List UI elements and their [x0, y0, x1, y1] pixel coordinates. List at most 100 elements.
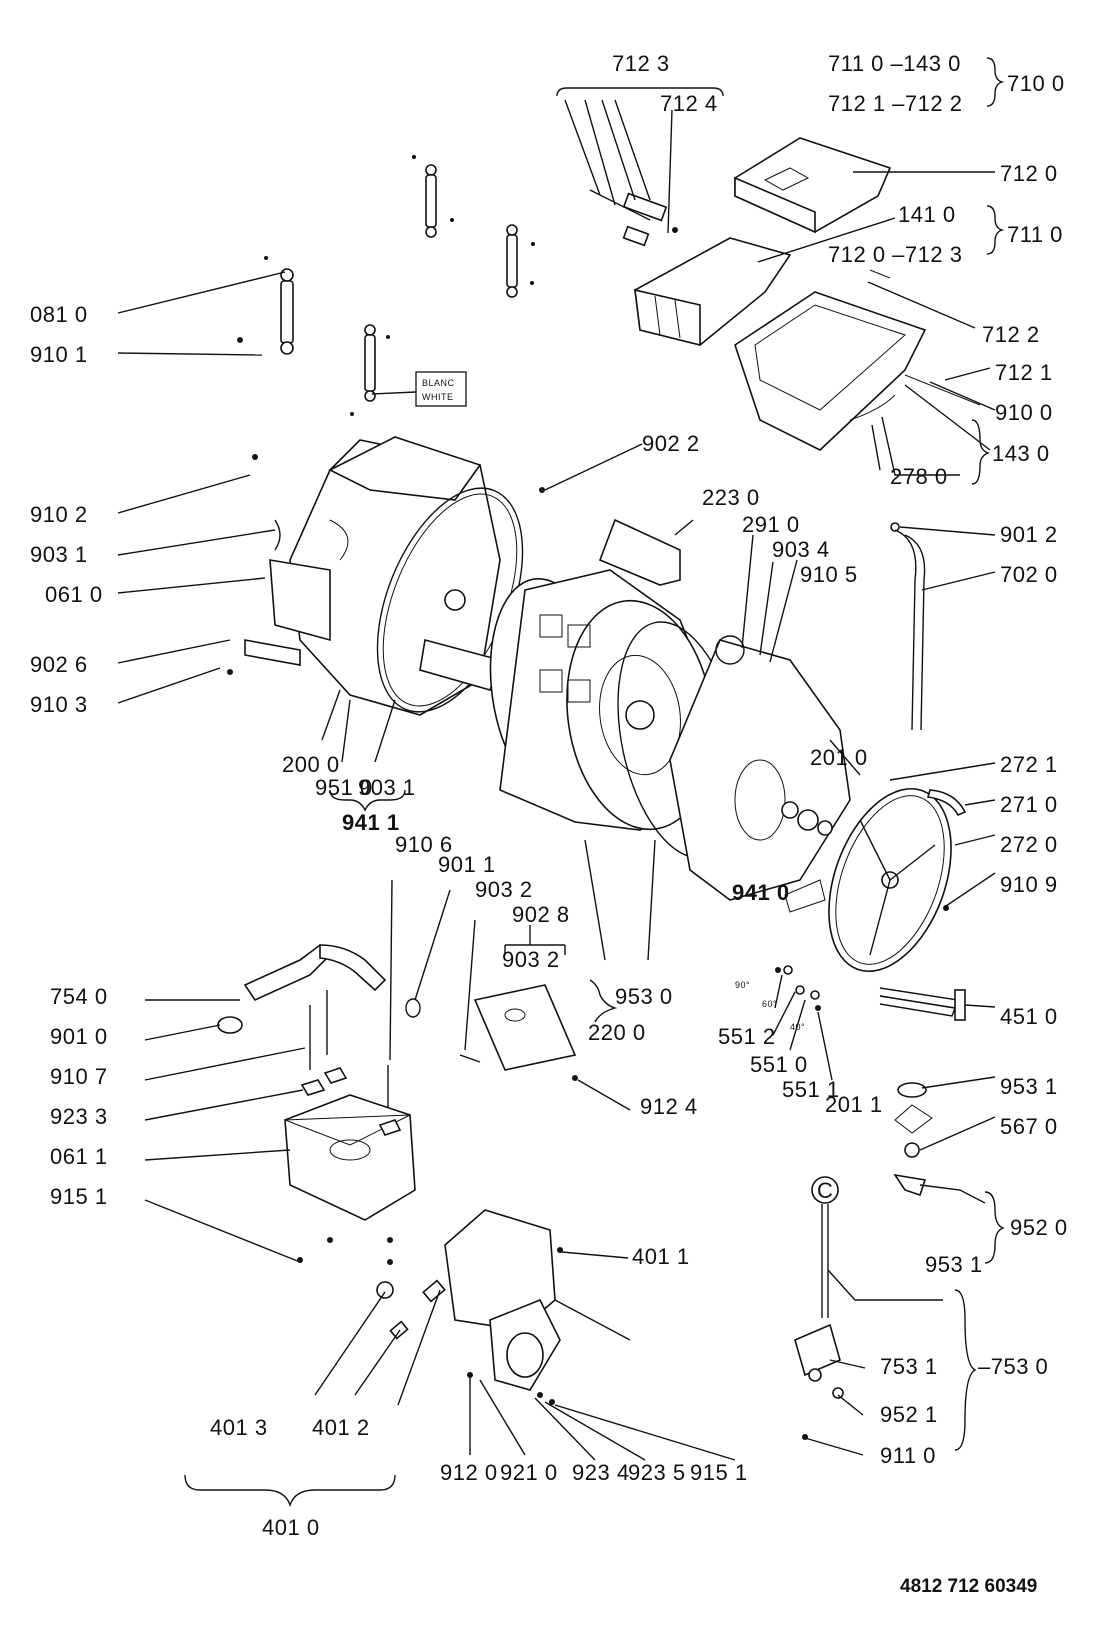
label-401-3: 401 3 — [210, 1415, 268, 1440]
label-912-4: 912 4 — [640, 1094, 698, 1119]
label-201-0: 201 0 — [810, 745, 868, 770]
drum-lifter — [598, 518, 681, 586]
label-915-1-bottom: 915 1 — [690, 1460, 748, 1485]
label-451-0: 451 0 — [1000, 1004, 1058, 1029]
label-278-0: 278 0 — [890, 464, 948, 489]
belt — [926, 789, 967, 911]
dispenser-housing — [734, 291, 927, 451]
pressure-switch — [893, 1082, 933, 1197]
drum-pulley — [828, 787, 952, 973]
label-910-3: 910 3 — [30, 692, 88, 717]
label-711-0-143-0: 711 0 –143 0 — [828, 51, 961, 76]
label-921-0: 921 0 — [500, 1460, 558, 1485]
label-911-0: 911 0 — [880, 1443, 936, 1468]
front-tub — [617, 621, 851, 913]
label-712-1: 712 1 — [995, 360, 1053, 385]
label-754-0: 754 0 — [50, 984, 108, 1009]
deg-90-tag: 90° — [735, 980, 750, 990]
circle-c-label: C — [817, 1178, 833, 1203]
label-753-0: –753 0 — [978, 1354, 1048, 1379]
label-910-0: 910 0 — [995, 400, 1053, 425]
label-141-0: 141 0 — [898, 202, 956, 227]
dispenser-lid — [734, 137, 892, 234]
label-953-1-bottom: 953 1 — [925, 1252, 983, 1277]
label-912-0: 912 0 — [440, 1460, 498, 1485]
label-941-0: 941 0 — [732, 880, 790, 905]
dispenser-drawer — [634, 237, 792, 347]
label-551-1: 551 1 — [782, 1077, 840, 1102]
label-915-1-left: 915 1 — [50, 1184, 108, 1209]
label-901-0: 901 0 — [50, 1024, 108, 1049]
label-753-1: 753 1 — [880, 1354, 938, 1379]
document-number: 4812 712 60349 — [900, 1576, 1037, 1597]
label-081-0: 081 0 — [30, 302, 88, 327]
label-143-0: 143 0 — [992, 441, 1050, 466]
label-910-5: 910 5 — [800, 562, 858, 587]
drain-hose-left — [217, 943, 421, 1034]
label-923-5: 923 5 — [628, 1460, 686, 1485]
label-551-2: 551 2 — [718, 1024, 776, 1049]
label-903-1-left: 903 1 — [30, 542, 88, 567]
part-number-labels: 712 3 712 4 711 0 –143 0 712 1 –712 2 71… — [30, 51, 1068, 1540]
counterweight-block — [284, 1067, 416, 1265]
braces — [184, 57, 1005, 1508]
label-901-1: 901 1 — [438, 852, 496, 877]
label-941-1: 941 1 — [342, 810, 400, 835]
tag-white: WHITE — [422, 392, 454, 402]
label-271-0: 271 0 — [1000, 792, 1058, 817]
label-923-3: 923 3 — [50, 1104, 108, 1129]
drain-hose-right — [890, 522, 926, 731]
label-910-2: 910 2 — [30, 502, 88, 527]
label-712-0-712-3: 712 0 –712 3 — [828, 242, 962, 267]
heater — [879, 987, 966, 1021]
label-401-1: 401 1 — [632, 1244, 690, 1269]
tub-fittings — [227, 337, 545, 675]
label-903-1-bottom: 903 1 — [358, 775, 416, 800]
label-272-1: 272 1 — [1000, 752, 1058, 777]
leader-lines — [117, 171, 996, 1461]
label-710-0: 710 0 — [1007, 71, 1065, 96]
label-903-2-bottom: 903 2 — [502, 947, 560, 972]
label-061-0: 061 0 — [45, 582, 103, 607]
label-711-0: 711 0 — [1007, 222, 1063, 247]
label-712-1-712-2: 712 1 –712 2 — [828, 91, 962, 116]
label-272-0: 272 0 — [1000, 832, 1058, 857]
thermostats: 90° 60° 40° — [735, 965, 821, 1032]
label-952-0: 952 0 — [1010, 1215, 1068, 1240]
label-952-1: 952 1 — [880, 1402, 938, 1427]
label-702-0: 702 0 — [1000, 562, 1058, 587]
label-902-8: 902 8 — [512, 902, 570, 927]
motor-c-rod: C — [794, 1176, 844, 1440]
label-910-7: 910 7 — [50, 1064, 108, 1089]
label-220-0: 220 0 — [588, 1020, 646, 1045]
label-902-6: 902 6 — [30, 652, 88, 677]
label-201-1: 201 1 — [825, 1092, 883, 1117]
label-712-0: 712 0 — [1000, 161, 1058, 186]
label-902-2: 902 2 — [642, 431, 700, 456]
label-901-2: 901 2 — [1000, 522, 1058, 547]
label-401-0: 401 0 — [262, 1515, 320, 1540]
label-951-0: 951 0 — [315, 775, 373, 800]
label-223-0: 223 0 — [702, 485, 760, 510]
label-712-2: 712 2 — [982, 322, 1040, 347]
label-903-4: 903 4 — [772, 537, 830, 562]
sump-hose — [459, 925, 578, 1081]
label-953-1-top: 953 1 — [1000, 1074, 1058, 1099]
pump-assembly — [376, 1209, 631, 1405]
inner-drum — [489, 569, 721, 831]
deg-60-tag: 60° — [762, 999, 777, 1009]
label-923-4: 923 4 — [572, 1460, 630, 1485]
tag-blanc: BLANC — [422, 378, 455, 388]
label-567-0: 567 0 — [1000, 1114, 1058, 1139]
label-910-6: 910 6 — [395, 832, 453, 857]
label-401-2: 401 2 — [312, 1415, 370, 1440]
color-tag: BLANC WHITE — [371, 371, 467, 407]
label-903-2-top: 903 2 — [475, 877, 533, 902]
label-712-4: 712 4 — [660, 91, 718, 116]
label-551-0: 551 0 — [750, 1052, 808, 1077]
label-291-0: 291 0 — [742, 512, 800, 537]
label-910-1: 910 1 — [30, 342, 88, 367]
label-712-3: 712 3 — [612, 51, 670, 76]
label-953-0: 953 0 — [615, 984, 673, 1009]
